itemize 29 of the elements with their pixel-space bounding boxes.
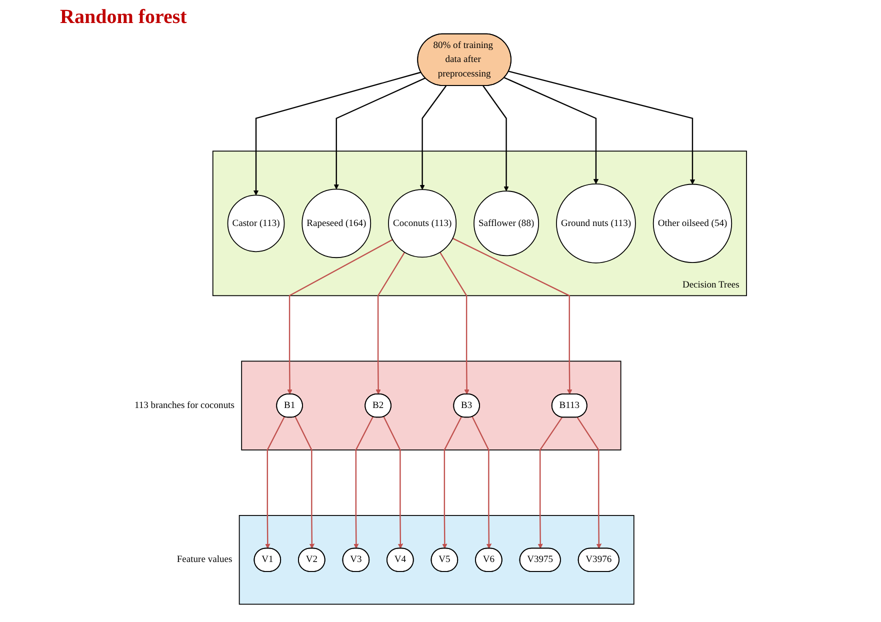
arrow	[504, 77, 599, 184]
node-label: 113 branches for coconuts	[134, 400, 234, 410]
arrow	[439, 252, 470, 394]
arrow	[472, 416, 492, 549]
arrow	[508, 70, 696, 184]
arrow	[442, 416, 462, 549]
node-circle: Safflower (88)	[474, 190, 540, 256]
node-circle: Coconuts (113)	[388, 189, 457, 258]
cluster	[241, 360, 622, 450]
arrow	[576, 417, 602, 549]
arrow	[376, 252, 406, 394]
node-circle: Rapeseed (164)	[302, 188, 372, 258]
arrow	[334, 77, 426, 190]
node-circle: Castor (113)	[227, 194, 285, 252]
arrow	[420, 86, 447, 190]
node-circle: Other oilseed (54)	[652, 184, 732, 263]
arrow	[253, 72, 422, 196]
arrow	[538, 417, 563, 549]
arrow	[265, 416, 285, 549]
node-circle: Ground nuts (113)	[556, 183, 636, 264]
arrow	[482, 86, 509, 192]
arrow	[383, 416, 404, 549]
arrow	[354, 416, 374, 549]
node-label: Feature values	[176, 554, 232, 565]
arrow	[287, 239, 393, 394]
arrow	[294, 416, 315, 549]
diagram-title: Random forest	[60, 6, 188, 29]
cluster	[238, 515, 634, 605]
arrow	[452, 238, 572, 394]
